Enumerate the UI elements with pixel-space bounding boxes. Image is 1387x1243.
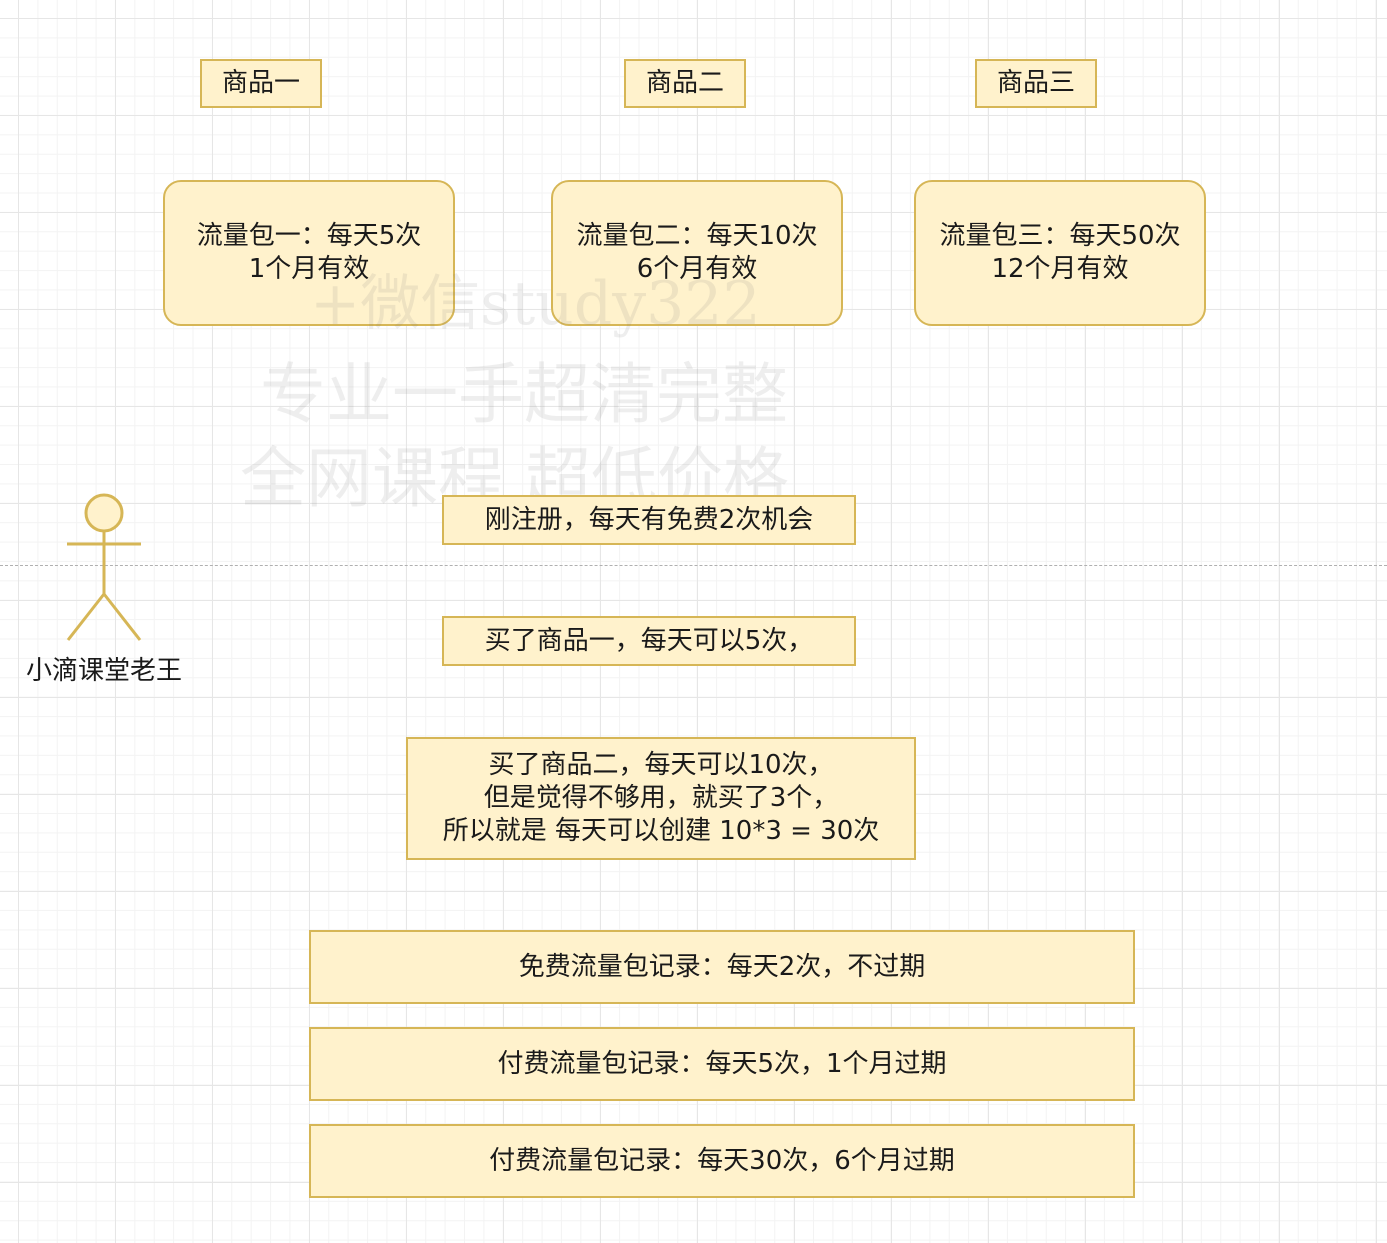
record-box-paid-1[interactable]: 付费流量包记录：每天5次，1个月过期 [309,1027,1135,1101]
product-label: 商品一 [221,68,300,98]
package-box-2[interactable]: 流量包二：每天10次 6个月有效 [551,180,843,326]
step-buy-two-box[interactable]: 买了商品二，每天可以10次， 但是觉得不够用，就买了3个， 所以就是 每天可以创… [406,737,916,860]
package-line-2: 1个月有效 [248,254,370,284]
package-box-3[interactable]: 流量包三：每天50次 12个月有效 [914,180,1206,326]
step-buy-two-line-2: 但是觉得不够用，就买了3个， [483,783,839,813]
step-buy-one-box[interactable]: 买了商品一，每天可以5次， [442,616,856,666]
product-label: 商品三 [996,68,1075,98]
package-line-1: 流量包三：每天50次 [939,221,1181,251]
actor-stick-figure-icon[interactable] [62,492,146,644]
record-box-paid-2[interactable]: 付费流量包记录：每天30次，6个月过期 [309,1124,1135,1198]
package-line-1: 流量包二：每天10次 [576,221,818,251]
actor-label: 小滴课堂老王 [25,656,182,686]
step-buy-two-line-3: 所以就是 每天可以创建 10*3 = 30次 [442,816,880,846]
package-box-1[interactable]: 流量包一：每天5次 1个月有效 [163,180,455,326]
package-line-2: 6个月有效 [636,254,758,284]
step-register-text: 刚注册，每天有免费2次机会 [484,504,814,535]
dashed-divider [0,565,1387,566]
record-text: 付费流量包记录：每天30次，6个月过期 [489,1145,955,1176]
record-text: 免费流量包记录：每天2次，不过期 [518,951,926,982]
record-box-free[interactable]: 免费流量包记录：每天2次，不过期 [309,930,1135,1004]
package-line-2: 12个月有效 [991,254,1129,284]
step-register-box[interactable]: 刚注册，每天有免费2次机会 [442,495,856,545]
step-buy-one-text: 买了商品一，每天可以5次， [484,625,814,656]
record-text: 付费流量包记录：每天5次，1个月过期 [497,1048,947,1079]
product-box-2[interactable]: 商品二 [624,59,746,108]
product-label: 商品二 [645,68,724,98]
watermark-line-2: 专业一手超清完整 [260,356,788,433]
step-buy-two-line-1: 买了商品二，每天可以10次， [488,750,834,780]
product-box-3[interactable]: 商品三 [975,59,1097,108]
package-line-1: 流量包一：每天5次 [196,221,422,251]
product-box-1[interactable]: 商品一 [200,59,322,108]
